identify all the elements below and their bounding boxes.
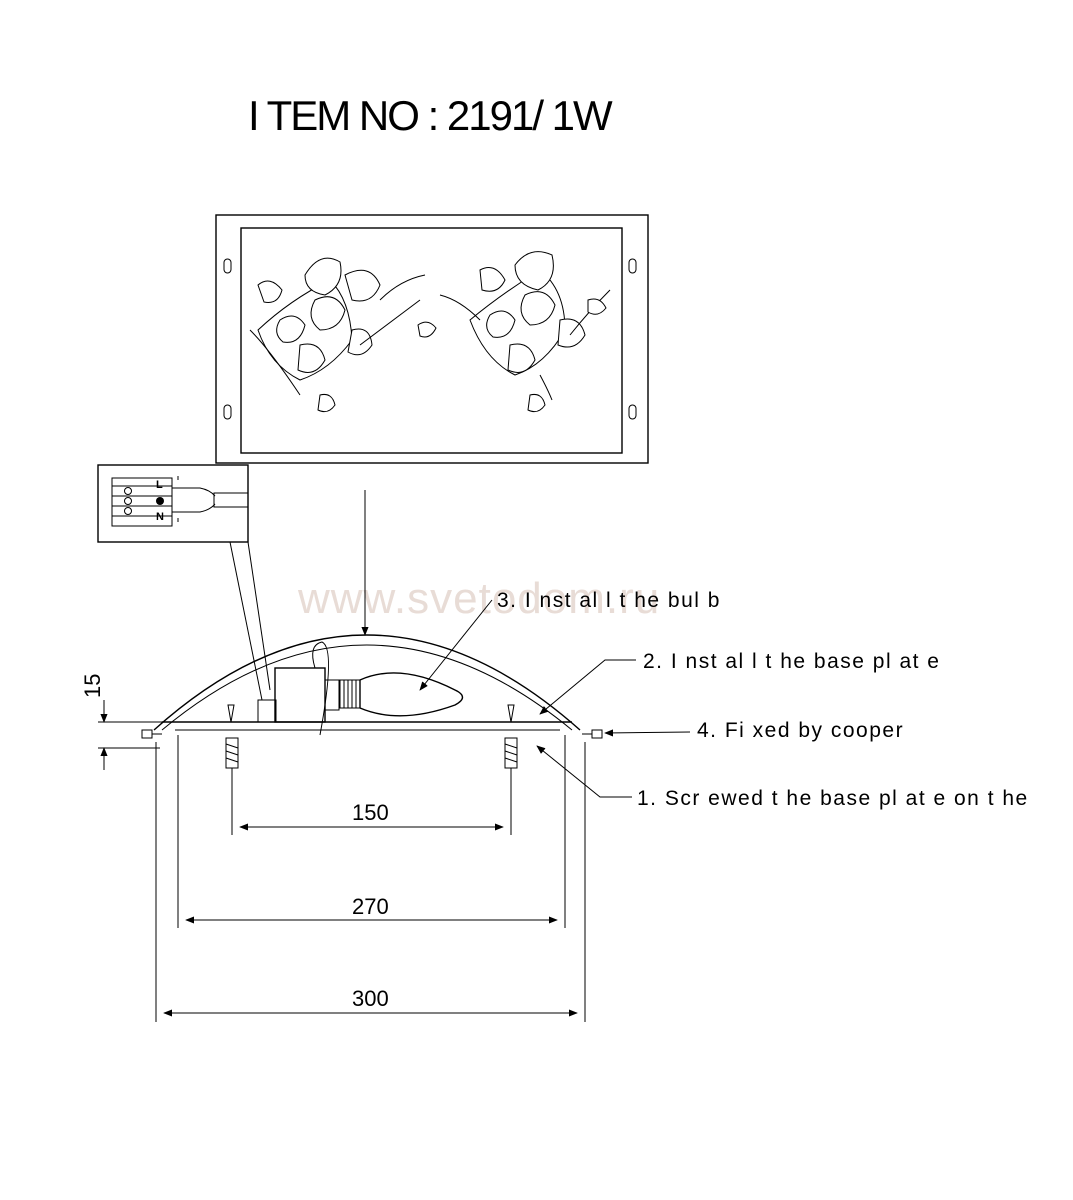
- fixing-screw-left-icon: [141, 729, 162, 739]
- step-4-leader: [604, 729, 691, 737]
- mounting-slot-icon: [628, 258, 637, 274]
- dimension-outer-width: 300: [155, 742, 586, 1022]
- dimension-screw-spacing: 150: [231, 768, 512, 835]
- dimension-height: 15: [80, 674, 175, 770]
- step-4-label: 4. Fi xed by cooper: [697, 719, 904, 742]
- terminal-label-l: L: [156, 479, 163, 491]
- step-1-leader: [536, 745, 632, 798]
- mounting-slot-icon: [628, 404, 637, 420]
- dimension-inner-width: 270: [177, 735, 566, 928]
- bulb-thread-icon: [339, 679, 361, 709]
- step-3-label: 3. I nst al l t he bul b: [497, 589, 721, 612]
- step-3-leader: [419, 599, 493, 691]
- terminal-block-inset: N L: [97, 464, 271, 701]
- item-number-title: I TEM NO : 2191/ 1W: [248, 92, 613, 139]
- dimension-height-value: 15: [80, 674, 105, 698]
- step-2-leader: [539, 659, 636, 715]
- wall-screw-left-icon: [225, 704, 239, 769]
- lamp-holder-icon: [274, 667, 326, 723]
- watermark: www.svetodom.ru: [297, 574, 660, 623]
- dimension-screw-spacing-value: 150: [352, 800, 389, 825]
- step-2-label: 2. I nst al l t he base pl at e: [643, 650, 941, 673]
- candle-bulb-icon: [359, 672, 464, 717]
- ground-symbol-icon: [156, 497, 164, 505]
- terminal-screw-icon: [124, 507, 132, 515]
- step-1-label: 1. Scr ewed t he base pl at e on t he: [637, 787, 1029, 810]
- dimension-inner-width-value: 270: [352, 894, 389, 919]
- front-view-panel: [215, 214, 649, 464]
- terminal-screw-icon: [124, 497, 132, 505]
- terminal-screw-icon: [124, 487, 132, 495]
- mounting-slot-icon: [223, 258, 232, 274]
- wall-screw-right-icon: [504, 704, 518, 769]
- terminal-label-n: N: [156, 511, 164, 523]
- rose-motif-left-icon: [249, 257, 437, 413]
- dimension-outer-width-value: 300: [352, 986, 389, 1011]
- fixing-screw-right-icon: [582, 729, 603, 739]
- lamp-side-view: [141, 634, 603, 769]
- mounting-slot-icon: [223, 404, 232, 420]
- rose-motif-right-icon: [439, 251, 611, 413]
